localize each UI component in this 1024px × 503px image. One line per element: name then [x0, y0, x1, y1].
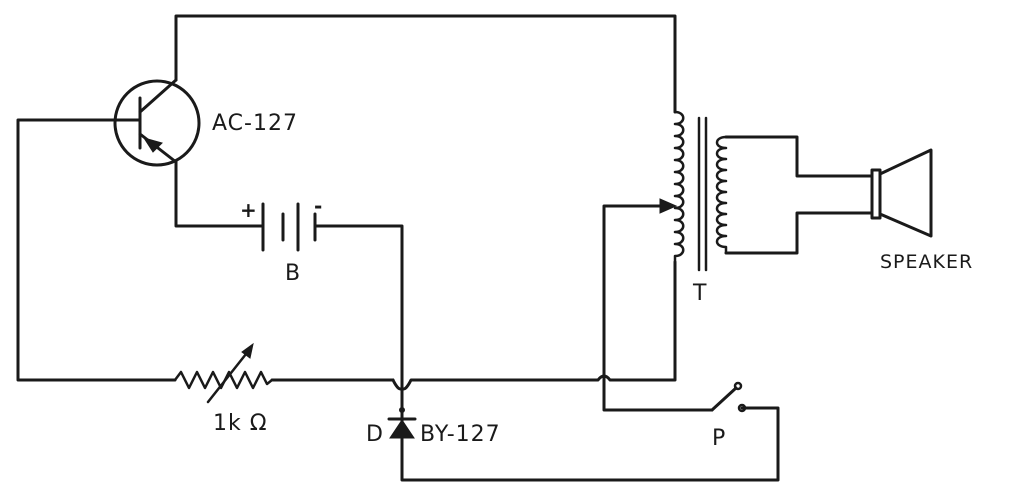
transistor-collector-lead — [138, 78, 178, 114]
wire-junction-primary-bottom — [391, 260, 677, 391]
transformer-tap-arrow — [659, 198, 678, 214]
wire-tap-switch — [602, 204, 714, 412]
wires — [16, 14, 874, 482]
wire-base-left-rail — [16, 118, 177, 382]
diode-letter-label: D — [366, 422, 384, 447]
battery-plus-sign: + — [240, 198, 257, 222]
resistor-adjust-arrow — [241, 342, 254, 359]
diode-symbol — [387, 406, 417, 448]
battery-minus-sign: - — [314, 194, 322, 218]
resistor-label: 1k Ω — [213, 411, 268, 436]
switch-contact-top — [733, 381, 743, 391]
transistor-symbol — [113, 78, 201, 167]
resistor-zigzag — [173, 370, 274, 390]
switch-lever — [710, 386, 738, 412]
wire-secondary-speaker-return — [724, 211, 874, 255]
switch-symbol — [710, 381, 747, 413]
transformer-symbol — [659, 110, 728, 272]
wire-emitter-battery — [174, 160, 265, 228]
wire-switch-return — [400, 406, 780, 482]
transformer-primary-coil — [673, 110, 685, 264]
diode-junction-dot — [399, 407, 405, 413]
transistor-envelope — [113, 79, 201, 167]
speaker-symbol — [870, 148, 933, 238]
variable-resistor-symbol — [173, 342, 274, 404]
speaker-cone — [878, 148, 933, 238]
diode-part-label: BY-127 — [420, 422, 501, 447]
transformer-secondary-coil — [715, 135, 728, 255]
transformer-label: T — [692, 281, 707, 306]
battery-symbol — [261, 202, 317, 252]
wire-collector-top-rail — [174, 14, 677, 114]
switch-label: P — [712, 426, 726, 451]
transistor-label: AC-127 — [212, 111, 298, 136]
transistor-emitter-arrow — [142, 137, 163, 153]
wire-secondary-speaker — [724, 135, 874, 178]
speaker-label: SPEAKER — [880, 251, 973, 273]
battery-label: B — [285, 261, 301, 286]
wire-battery-junction — [313, 224, 404, 412]
diode-triangle — [389, 419, 415, 439]
resistor-adjust-line — [206, 352, 248, 404]
switch-contact-right — [737, 403, 747, 413]
